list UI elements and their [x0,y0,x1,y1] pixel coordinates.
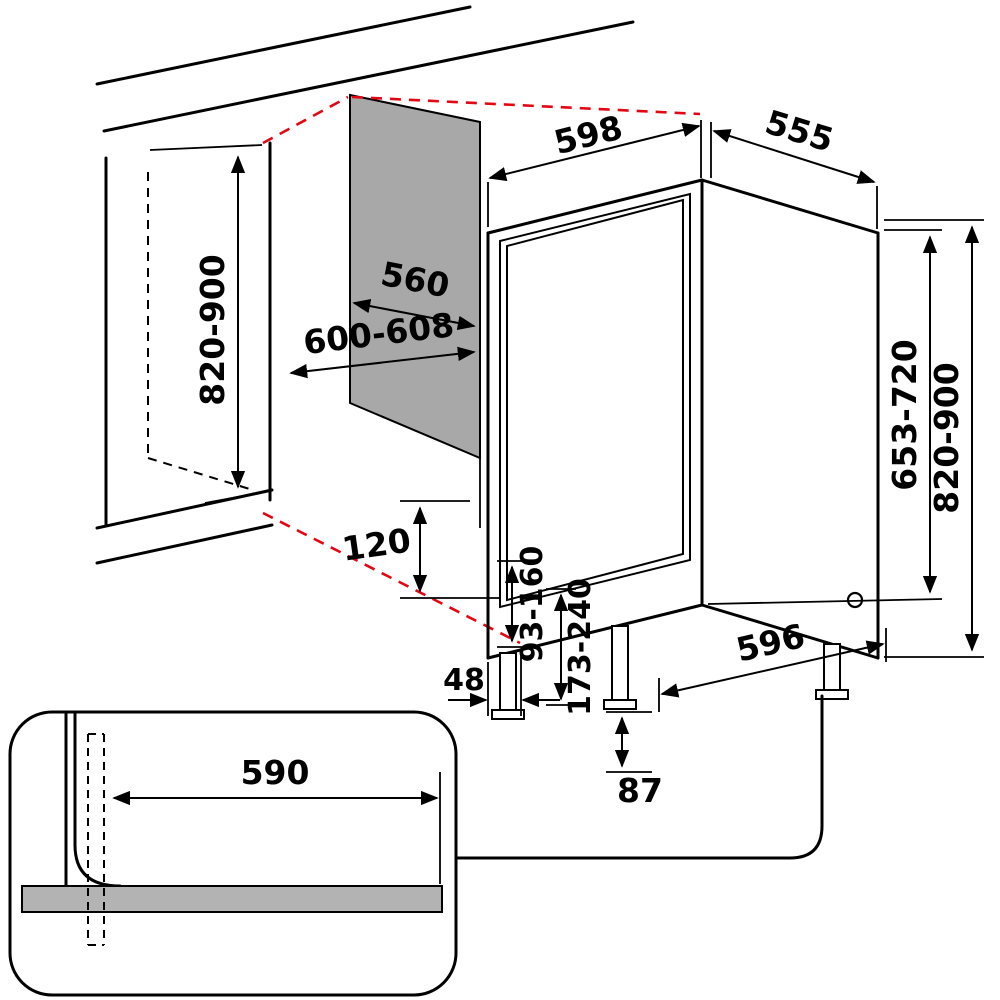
front-foot [499,652,517,711]
rear-foot [823,643,841,691]
dimension-appliance-depth: 555 [710,102,878,229]
detail-connector-line [454,694,824,860]
dimension-base-inset: 48 [443,655,560,716]
alignment-dashed-lines [262,95,701,645]
dimension-plinth-range-1: 93-160 [497,546,550,663]
plinth-detail-inset: 590 [8,710,458,997]
dimension-niche-height-right: 820-900 [884,219,984,658]
dimension-furniture-door-height: 653-720 [707,229,943,605]
dimension-plinth-adjust: 120 [340,500,500,599]
door-projection-dashed [87,733,105,946]
middle-foot [611,625,629,701]
dim-plinth-range-2-label: 173-240 [563,578,598,716]
dim-base-depth-label: 596 [732,616,808,669]
dimension-foot-setback: 87 [606,711,663,810]
dim-plinth-adjust-label: 120 [340,521,414,569]
dimension-base-depth: 596 [658,616,887,712]
floor-lines [95,488,274,565]
dimension-niche-width-top: 598 [487,108,702,227]
dim-furniture-door-height-label: 653-720 [885,339,924,490]
dim-niche-height-left-label: 820-900 [193,254,232,405]
dim-appliance-depth-label: 555 [761,102,838,159]
dim-niche-height-right-label: 820-900 [927,362,966,513]
dim-plinth-range-1-label: 93-160 [515,546,550,663]
dim-niche-width-top-label: 598 [550,108,626,163]
door-panel [499,192,691,609]
countertop-lines [95,5,635,133]
dim-base-inset-label: 48 [443,663,485,698]
dim-foot-setback-label: 87 [617,771,663,810]
dimension-plinth-cutout-width: 590 [112,753,441,884]
left-cabinet-wall [104,141,272,526]
dim-plinth-cutout-width-label: 590 [241,753,310,792]
plinth-board [21,885,443,913]
dimension-plinth-range-2: 173-240 [546,578,598,716]
inset-frame [8,710,458,997]
dimension-niche-height-left: 820-900 [149,144,266,504]
